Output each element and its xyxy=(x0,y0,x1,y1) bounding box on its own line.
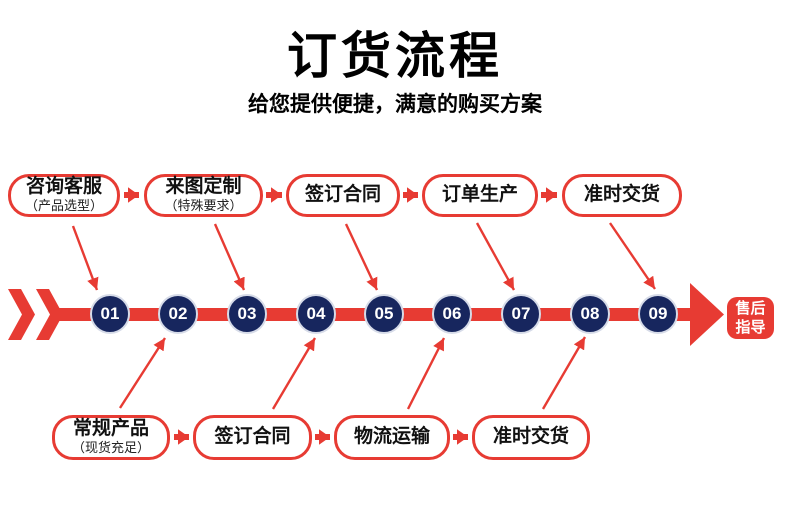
connector-arrow-icon xyxy=(71,225,99,291)
flow-box-title: 物流运输 xyxy=(353,426,430,448)
flow-box-logistics: 物流运输 xyxy=(334,415,450,460)
connector-arrow-icon xyxy=(213,223,246,291)
connector-arrow-icon xyxy=(406,337,446,410)
connector-arrow-icon xyxy=(541,336,587,410)
start-chevron-icon xyxy=(8,289,35,340)
timeline-step-01: 01 xyxy=(90,294,130,334)
timeline-step-06: 06 xyxy=(432,294,472,334)
flow-box-custom-drawing: 来图定制 （特殊要求） xyxy=(144,174,263,217)
timeline-step-05: 05 xyxy=(364,294,404,334)
flow-box-subtitle: （产品选型） xyxy=(24,198,103,214)
timeline-arrowhead-icon xyxy=(690,283,724,346)
timeline-step-07: 07 xyxy=(501,294,541,334)
flow-box-title: 准时交货 xyxy=(583,184,660,206)
flow-box-order-production: 订单生产 xyxy=(422,174,538,217)
after-sales-badge: 售后 指导 xyxy=(727,297,774,339)
after-sales-line1: 售后 xyxy=(735,300,766,317)
after-sales-line2: 指导 xyxy=(735,319,766,336)
flow-box-subtitle: （现货充足） xyxy=(71,440,150,456)
flow-box-title: 咨询客服 xyxy=(25,176,102,198)
connector-arrow-icon xyxy=(271,337,317,410)
connector-arrow-icon xyxy=(609,222,656,290)
flow-box-subtitle: （特殊要求） xyxy=(164,198,243,214)
page-subtitle: 给您提供便捷，满意的购买方案 xyxy=(248,93,542,116)
flow-box-sign-contract-bottom: 签订合同 xyxy=(193,415,312,460)
flow-box-title: 签订合同 xyxy=(214,426,291,448)
flow-box-standard-product: 常规产品 （现货充足） xyxy=(52,415,170,460)
flow-box-sign-contract-top: 签订合同 xyxy=(286,174,400,217)
flow-box-title: 订单生产 xyxy=(441,184,518,206)
timeline-step-04: 04 xyxy=(296,294,336,334)
timeline-step-03: 03 xyxy=(227,294,267,334)
flow-box-title: 来图定制 xyxy=(165,176,242,198)
connector-arrow-icon xyxy=(118,337,167,409)
timeline-step-02: 02 xyxy=(158,294,198,334)
connector-arrow-icon xyxy=(475,222,516,291)
flow-box-on-time-delivery-top: 准时交货 xyxy=(562,174,682,217)
connector-arrow-icon xyxy=(344,223,379,291)
page-title: 订货流程 xyxy=(287,28,503,84)
flow-box-on-time-delivery-bottom: 准时交货 xyxy=(472,415,590,460)
flow-box-consult: 咨询客服 （产品选型） xyxy=(8,174,120,217)
timeline-step-09: 09 xyxy=(638,294,678,334)
flow-box-title: 准时交货 xyxy=(492,426,569,448)
flow-box-title: 签订合同 xyxy=(304,184,381,206)
flow-box-title: 常规产品 xyxy=(72,418,149,440)
timeline-step-08: 08 xyxy=(570,294,610,334)
